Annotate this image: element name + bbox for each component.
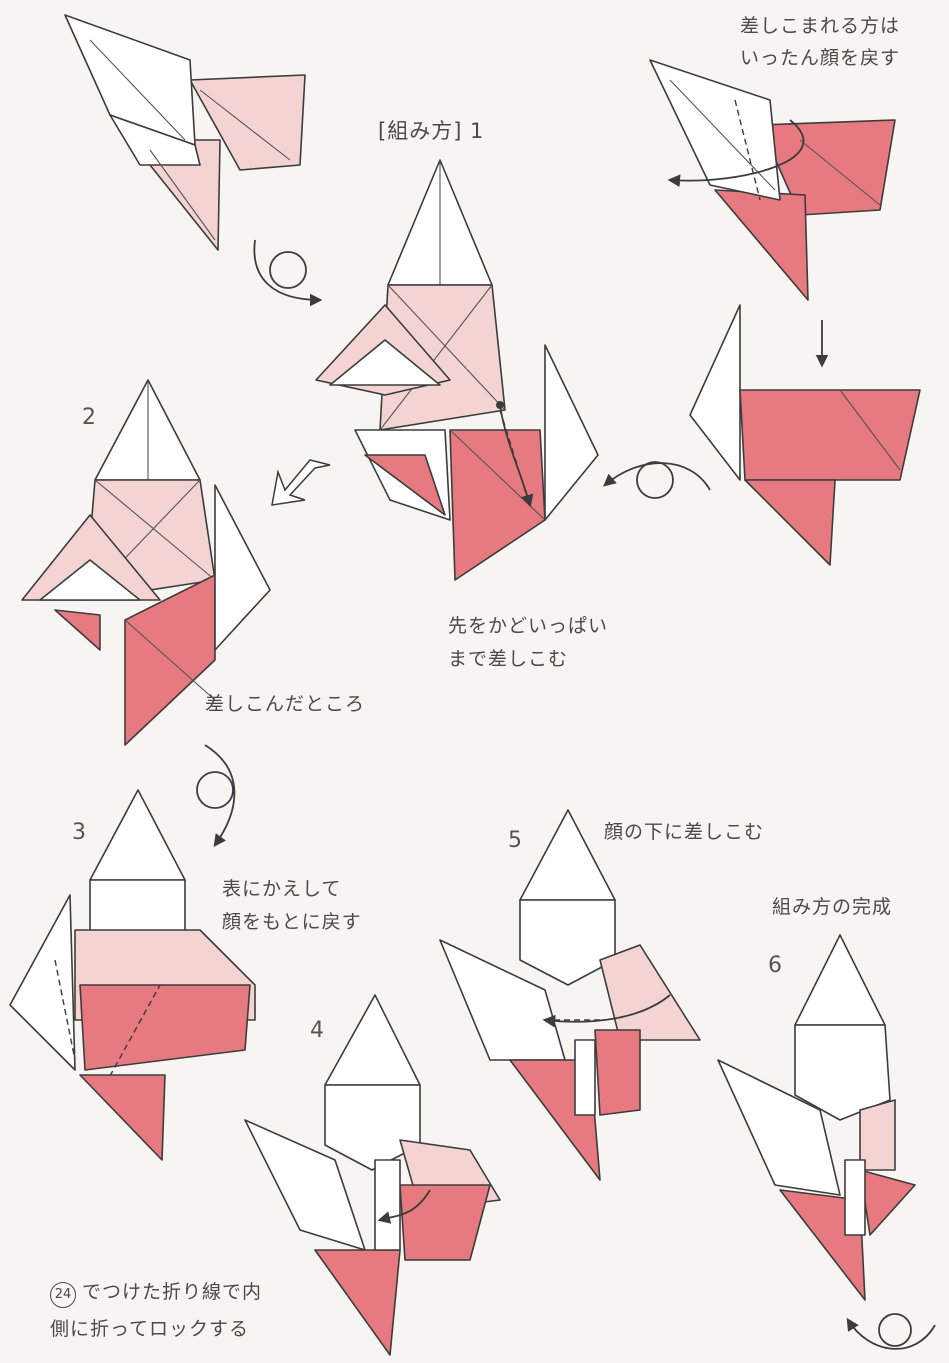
step-number-5: 5 [508, 828, 522, 853]
turn-over-arrow-4 [848, 1314, 935, 1349]
note-lock-line2: 側に折ってロックする [50, 1315, 249, 1344]
step-number-3: 3 [72, 820, 86, 845]
title-assembly-step-1: [組み方] 1 [378, 115, 484, 148]
figure-step-6 [718, 935, 915, 1300]
note-top-right-line1: 差しこまれる方は [740, 12, 900, 41]
step-number-6: 6 [768, 953, 782, 978]
next-step-hollow-arrow [272, 460, 330, 505]
figure-right-model [690, 305, 920, 565]
step-reference-circle: 24 [50, 1282, 76, 1308]
turn-over-arrow-2 [605, 462, 710, 498]
note-top-right-line2: いったん顔を戻す [740, 44, 900, 73]
figure-step-5 [440, 810, 700, 1180]
note-lock-line1: 24 でつけた折り線で内 [50, 1278, 262, 1308]
figure-step-1 [316, 160, 598, 580]
step-number-2: 2 [82, 405, 96, 430]
figure-step-4 [245, 995, 500, 1355]
note-flip-line2: 顔をもとに戻す [222, 908, 362, 937]
figure-top-left-model [65, 15, 305, 250]
figure-step-3 [10, 790, 255, 1160]
note-complete: 組み方の完成 [772, 893, 892, 922]
turn-over-arrow-1 [254, 240, 320, 300]
note-under-face: 顔の下に差しこむ [604, 818, 764, 847]
note-lock-text-line1: でつけた折り線で内 [82, 1281, 262, 1303]
figure-top-right-model [650, 60, 895, 300]
note-insert-line1: 先をかどいっぱい [448, 612, 608, 641]
turn-over-arrow-3 [197, 745, 234, 845]
note-insert-line2: まで差しこむ [448, 645, 568, 674]
note-inserted: 差しこんだところ [205, 690, 365, 719]
note-flip-line1: 表にかえして [222, 875, 341, 904]
step-number-4: 4 [310, 1018, 324, 1043]
